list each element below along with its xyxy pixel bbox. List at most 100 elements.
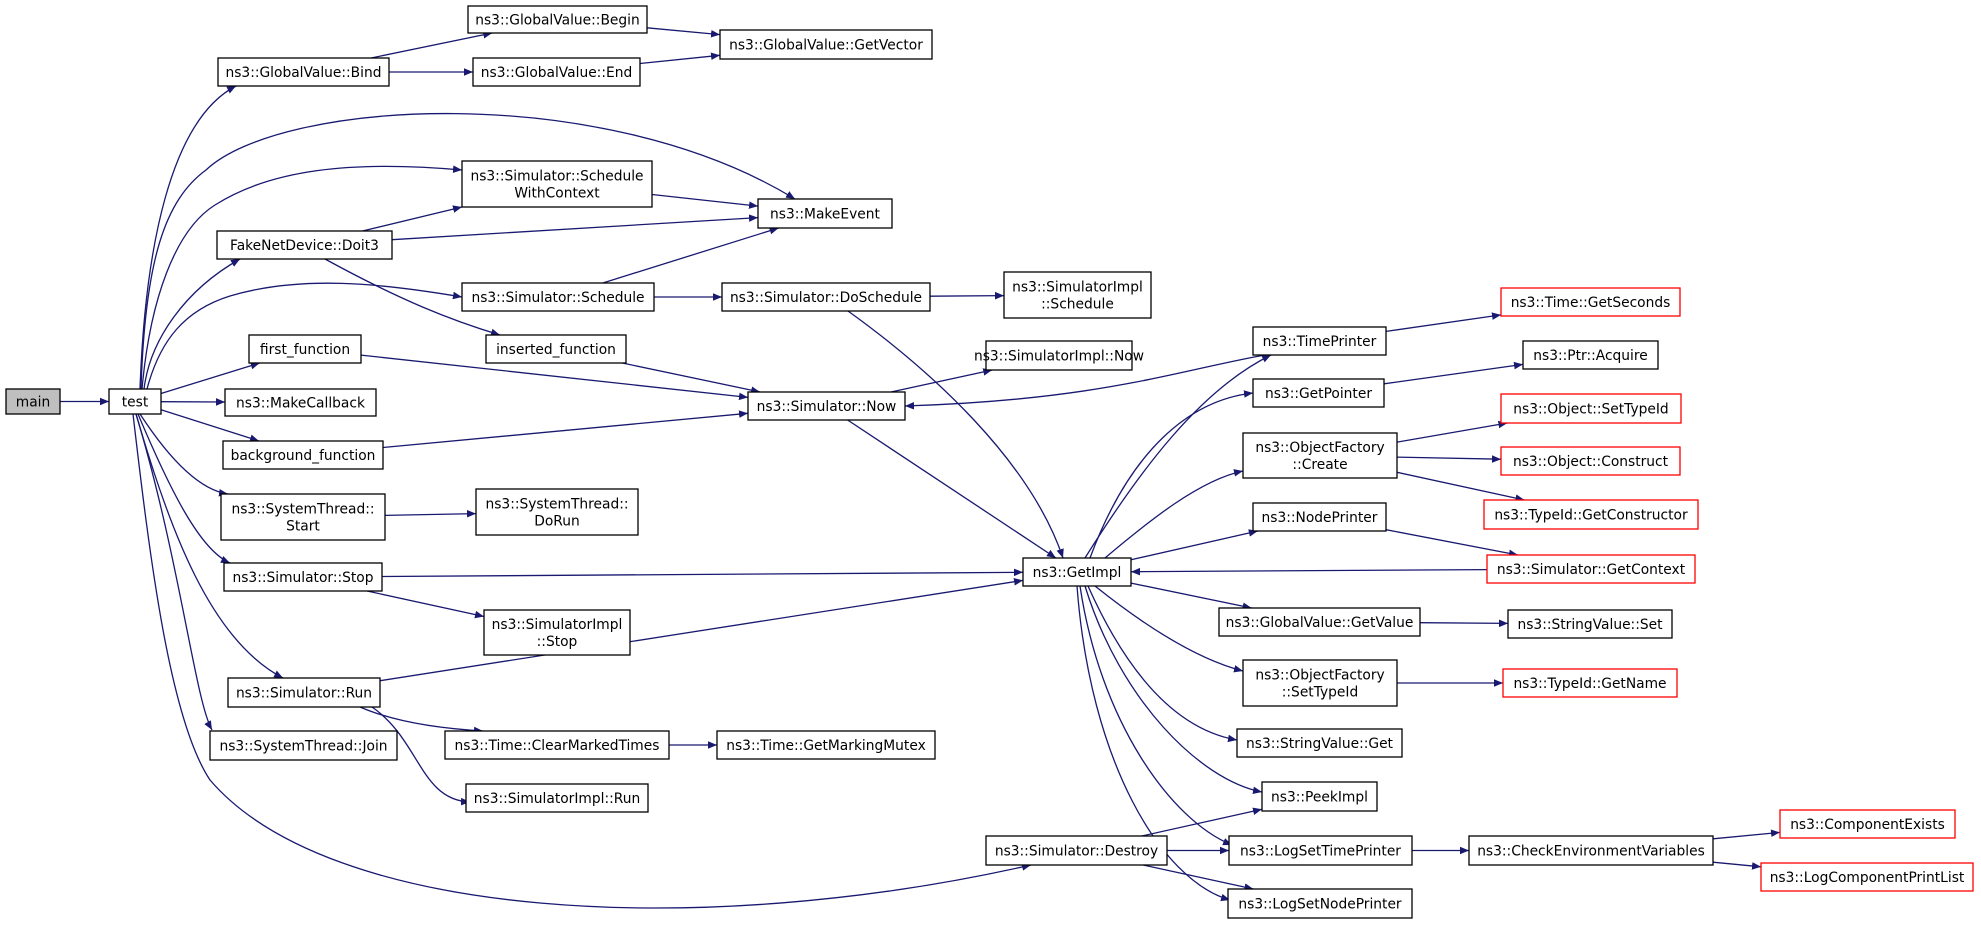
node-makeevent[interactable]: ns3::MakeEvent bbox=[757, 198, 893, 229]
node-box bbox=[209, 730, 398, 761]
node-box bbox=[444, 730, 670, 760]
node-first_function[interactable]: first_function bbox=[248, 334, 362, 364]
node-box bbox=[1227, 888, 1413, 919]
node-box bbox=[1500, 287, 1681, 317]
node-simimpl_now[interactable]: ns3::SimulatorImpl::Now bbox=[974, 340, 1144, 371]
node-label: ns3::GlobalValue::GetVector bbox=[729, 38, 923, 54]
node-label: inserted_function bbox=[496, 342, 616, 358]
node-label: ns3::Time::ClearMarkedTimes bbox=[455, 738, 660, 754]
node-box bbox=[467, 5, 648, 34]
node-time_getseconds[interactable]: ns3::Time::GetSeconds bbox=[1500, 287, 1681, 317]
node-st_start[interactable]: ns3::SystemThread::Start bbox=[220, 493, 386, 541]
node-label: main bbox=[16, 395, 50, 411]
node-of_settypeid[interactable]: ns3::ObjectFactory::SetTypeId bbox=[1242, 659, 1398, 707]
node-inserted_function[interactable]: inserted_function bbox=[485, 334, 627, 364]
node-label: ns3::PeekImpl bbox=[1271, 790, 1368, 806]
node-label: ns3::TypeId::GetConstructor bbox=[1494, 508, 1688, 524]
node-main[interactable]: main bbox=[5, 388, 61, 415]
node-simimpl_run[interactable]: ns3::SimulatorImpl::Run bbox=[465, 783, 649, 813]
node-st_dorun[interactable]: ns3::SystemThread::DoRun bbox=[475, 488, 639, 536]
node-time_clear[interactable]: ns3::Time::ClearMarkedTimes bbox=[444, 730, 670, 760]
edge-sim_now-to-getimpl bbox=[847, 419, 1057, 559]
node-box bbox=[1486, 554, 1696, 584]
edge-test-to-sim_stop bbox=[137, 413, 231, 564]
node-label: ns3::SystemThread::Join bbox=[219, 739, 387, 755]
node-sim_schedule[interactable]: ns3::Simulator::Schedule bbox=[461, 282, 655, 312]
node-obj_settypeid[interactable]: ns3::Object::SetTypeId bbox=[1500, 393, 1682, 424]
node-sim_destroy[interactable]: ns3::Simulator::Destroy bbox=[985, 835, 1168, 866]
node-box bbox=[1252, 502, 1387, 532]
node-box bbox=[985, 835, 1168, 866]
node-box bbox=[1261, 781, 1378, 812]
node-gv_getvector[interactable]: ns3::GlobalValue::GetVector bbox=[719, 29, 933, 60]
edge-gv_getvalue-to-sv_set bbox=[1419, 619, 1509, 628]
node-box bbox=[461, 282, 655, 312]
node-box bbox=[719, 29, 933, 60]
node-checkenv[interactable]: ns3::CheckEnvironmentVariables bbox=[1468, 835, 1714, 866]
node-label: DoRun bbox=[534, 514, 580, 530]
node-sim_now[interactable]: ns3::Simulator::Now bbox=[747, 391, 906, 421]
node-gv_getvalue[interactable]: ns3::GlobalValue::GetValue bbox=[1218, 607, 1421, 637]
node-box bbox=[222, 440, 384, 470]
edge-gv_bind-to-gv_begin bbox=[371, 31, 493, 59]
node-obj_construct[interactable]: ns3::Object::Construct bbox=[1500, 446, 1681, 476]
node-background_function[interactable]: background_function bbox=[222, 440, 384, 470]
node-of_create[interactable]: ns3::ObjectFactory::Create bbox=[1242, 432, 1398, 479]
node-time_mutex[interactable]: ns3::Time::GetMarkingMutex bbox=[716, 730, 936, 760]
call-edges bbox=[60, 27, 1781, 909]
node-label: FakeNetDevice::Doit3 bbox=[230, 238, 379, 254]
node-logsetnodeprinter[interactable]: ns3::LogSetNodePrinter bbox=[1227, 888, 1413, 919]
node-sim_getcontext[interactable]: ns3::Simulator::GetContext bbox=[1486, 554, 1696, 584]
edge-test-to-sim_destroy bbox=[132, 413, 1032, 909]
edge-sim_schedwc-to-makeevent bbox=[651, 193, 759, 209]
node-doit3[interactable]: FakeNetDevice::Doit3 bbox=[216, 230, 393, 260]
node-label: ns3::Object::SetTypeId bbox=[1513, 402, 1668, 418]
node-logcomponentprintlist[interactable]: ns3::LogComponentPrintList bbox=[1760, 862, 1974, 892]
edge-doit3-to-inserted_function bbox=[324, 258, 501, 337]
node-label: ns3::TimePrinter bbox=[1263, 334, 1377, 350]
node-simimpl_stop[interactable]: ns3::SimulatorImpl::Stop bbox=[483, 609, 631, 656]
node-test[interactable]: test bbox=[108, 388, 162, 415]
edge-sim_destroy-to-peekimpl bbox=[1141, 807, 1263, 837]
node-sim_doschedule[interactable]: ns3::Simulator::DoSchedule bbox=[721, 282, 931, 312]
node-typeid_getconstructor[interactable]: ns3::TypeId::GetConstructor bbox=[1483, 499, 1699, 530]
node-label: ns3::SimulatorImpl bbox=[492, 617, 623, 633]
node-sv_set[interactable]: ns3::StringValue::Set bbox=[1507, 609, 1673, 639]
node-st_join[interactable]: ns3::SystemThread::Join bbox=[209, 730, 398, 761]
node-makecallback[interactable]: ns3::MakeCallback bbox=[224, 388, 377, 417]
node-box bbox=[485, 334, 627, 364]
node-box bbox=[747, 391, 906, 421]
edge-sim_doschedule-to-getimpl bbox=[847, 310, 1064, 559]
node-typeid_getname[interactable]: ns3::TypeId::GetName bbox=[1502, 668, 1678, 698]
node-nodeprinter[interactable]: ns3::NodePrinter bbox=[1252, 502, 1387, 532]
node-gv_begin[interactable]: ns3::GlobalValue::Begin bbox=[467, 5, 648, 34]
node-logsettimeprinter[interactable]: ns3::LogSetTimePrinter bbox=[1228, 835, 1413, 866]
node-sv_get[interactable]: ns3::StringValue::Get bbox=[1236, 728, 1403, 758]
node-timeprinter[interactable]: ns3::TimePrinter bbox=[1252, 326, 1387, 356]
node-box bbox=[475, 488, 639, 536]
edge-background_function-to-sim_now bbox=[382, 410, 749, 449]
node-componentexists[interactable]: ns3::ComponentExists bbox=[1779, 809, 1956, 839]
node-ptr_acquire[interactable]: ns3::Ptr::Acquire bbox=[1522, 340, 1659, 370]
node-label: ns3::SystemThread:: bbox=[232, 502, 375, 518]
node-label: ns3::Simulator::Destroy bbox=[995, 844, 1158, 860]
node-label: ns3::Simulator::Schedule bbox=[471, 290, 644, 306]
node-label: ns3::LogSetTimePrinter bbox=[1240, 844, 1401, 860]
edge-gv_end-to-gv_getvector bbox=[639, 52, 721, 65]
edge-test-to-doit3 bbox=[143, 258, 241, 390]
node-getimpl[interactable]: ns3::GetImpl bbox=[1022, 557, 1132, 587]
node-simimpl_schedule[interactable]: ns3::SimulatorImpl::Schedule bbox=[1003, 271, 1152, 319]
node-label: ns3::ObjectFactory bbox=[1255, 668, 1384, 684]
node-peekimpl[interactable]: ns3::PeekImpl bbox=[1261, 781, 1378, 812]
edge-test-to-st_join bbox=[135, 413, 213, 731]
node-box bbox=[1242, 659, 1398, 707]
node-box bbox=[1507, 609, 1673, 639]
node-getpointer[interactable]: ns3::GetPointer bbox=[1252, 378, 1385, 408]
node-sim_run[interactable]: ns3::Simulator::Run bbox=[227, 677, 381, 708]
node-gv_bind[interactable]: ns3::GlobalValue::Bind bbox=[217, 57, 390, 87]
node-gv_end[interactable]: ns3::GlobalValue::End bbox=[472, 57, 641, 87]
node-box bbox=[721, 282, 931, 312]
node-sim_stop[interactable]: ns3::Simulator::Stop bbox=[223, 562, 383, 592]
node-label: ns3::MakeCallback bbox=[236, 396, 365, 412]
